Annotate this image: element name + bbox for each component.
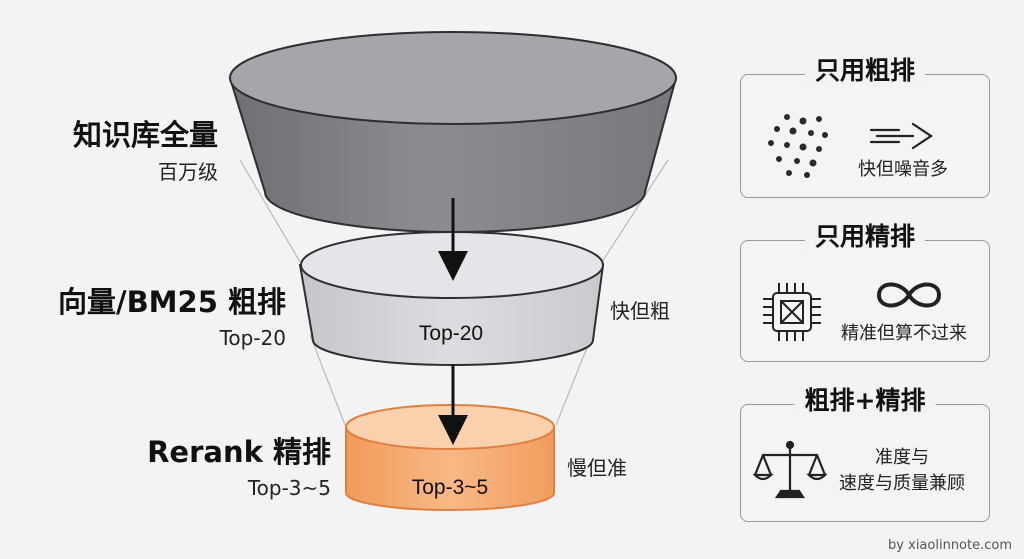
infinity-icon [876, 282, 942, 308]
tier-bottom-inner-label: Top-3~5 [412, 476, 488, 499]
card-coarse-only-title: 只用粗排 [804, 54, 926, 88]
fast-arrow-icon [869, 122, 933, 150]
stage-top-title: 知识库全量 [72, 118, 218, 152]
stage-bottom-side-note: 慢但准 [567, 456, 627, 480]
card-coarse-plus-fine-title: 粗排+精排 [794, 384, 936, 418]
funnel-guides [239, 159, 669, 426]
card-coarse-plus-fine-text-2: 速度与质量兼顾 [839, 473, 965, 494]
stage-bottom-title: Rerank 精排 [147, 435, 331, 469]
stage-middle-subtitle: Top-20 [219, 326, 286, 350]
stage-bottom-subtitle: Top-3~5 [247, 476, 331, 500]
card-fine-only-title: 只用精排 [804, 220, 926, 254]
card-coarse-plus-fine-text-1: 准度与 [875, 447, 929, 468]
stage-top-subtitle: 百万级 [158, 160, 218, 184]
cpu-chip-icon [763, 283, 821, 341]
card-fine-only-text: 精准但算不过来 [841, 323, 967, 344]
stage-middle-side-note: 快但粗 [610, 299, 670, 323]
scattered-dots-icon [768, 114, 828, 178]
footer-credit: by xiaolinnote.com [888, 538, 1012, 553]
card-fine-only: 只用精排 精准但算不过来 [740, 220, 990, 362]
stage-middle-title: 向量/BM25 粗排 [57, 285, 286, 319]
card-coarse-only-text: 快但噪音多 [858, 159, 948, 180]
tier-middle-inner-label: Top-20 [419, 322, 483, 345]
funnel-tier-top [228, 31, 678, 233]
card-coarse-only: 只用粗排 快但噪音多 [740, 54, 990, 198]
card-coarse-plus-fine: 粗排+精排 准度与 速度与质量兼顾 [740, 384, 990, 522]
balance-scale-icon [753, 440, 827, 499]
